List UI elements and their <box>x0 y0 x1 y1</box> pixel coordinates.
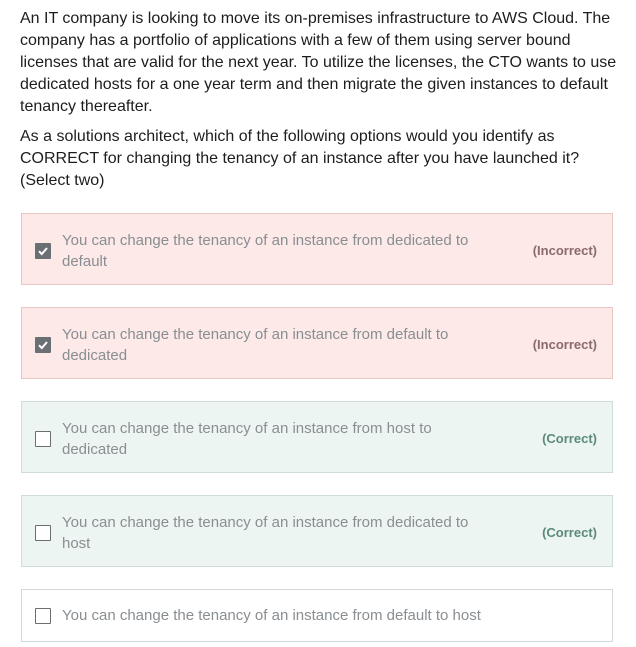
checkmark-icon <box>38 341 48 350</box>
question-paragraph-2: As a solutions architect, which of the f… <box>20 128 580 189</box>
answer-option-2[interactable]: You can change the tenancy of an instanc… <box>21 307 613 379</box>
answer-option-text: You can change the tenancy of an instanc… <box>62 232 469 270</box>
checkbox-empty-icon[interactable] <box>35 431 51 447</box>
question-prompt: An IT company is looking to move its on-… <box>20 8 620 200</box>
answer-option-1[interactable]: You can change the tenancy of an instanc… <box>21 213 613 285</box>
answer-option-5[interactable]: You can change the tenancy of an instanc… <box>21 589 613 642</box>
question-paragraph-1: An IT company is looking to move its on-… <box>20 10 617 115</box>
incorrect-badge: (Incorrect) <box>532 337 597 352</box>
answer-option-text: You can change the tenancy of an instanc… <box>62 607 481 624</box>
answer-option-text: You can change the tenancy of an instanc… <box>62 514 469 552</box>
checkmark-icon <box>38 247 48 256</box>
incorrect-badge: (Incorrect) <box>532 243 597 258</box>
answer-option-3[interactable]: You can change the tenancy of an instanc… <box>21 401 613 473</box>
checkbox-checked-icon[interactable] <box>35 243 51 259</box>
correct-badge: (Correct) <box>542 525 597 540</box>
answer-option-4[interactable]: You can change the tenancy of an instanc… <box>21 495 613 567</box>
checkbox-checked-icon[interactable] <box>35 337 51 353</box>
answer-option-text: You can change the tenancy of an instanc… <box>62 326 449 364</box>
correct-badge: (Correct) <box>542 431 597 446</box>
answer-option-text: You can change the tenancy of an instanc… <box>62 420 432 458</box>
checkbox-empty-icon[interactable] <box>35 608 51 624</box>
checkbox-empty-icon[interactable] <box>35 525 51 541</box>
